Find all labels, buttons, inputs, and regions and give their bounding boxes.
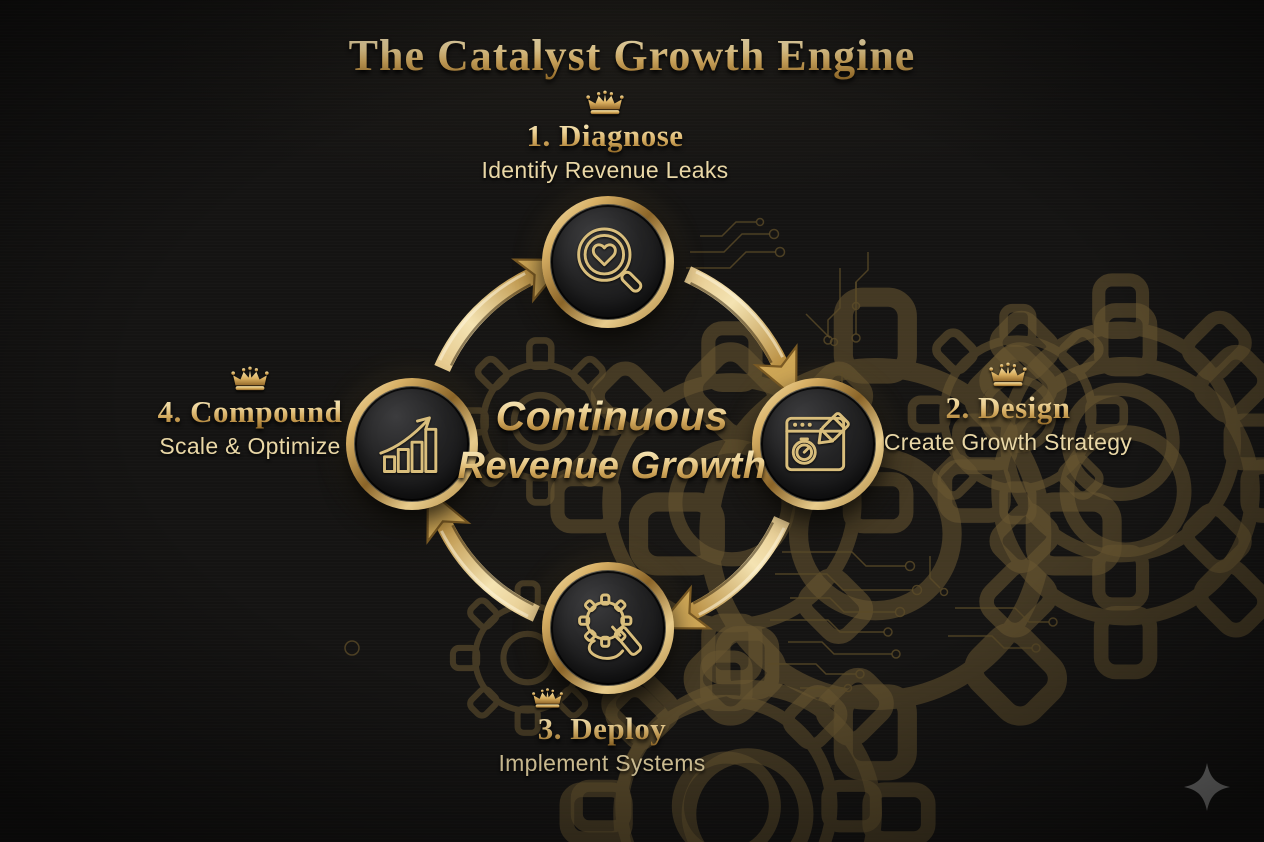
arrow-compound-to-diagnose <box>434 258 570 372</box>
step-subtitle-deploy: Implement Systems <box>498 749 706 776</box>
sparkle-icon <box>1184 763 1230 811</box>
center-label-line2: Revenue Growth <box>392 445 832 488</box>
step-block-design: 2. Design Create Growth Strategy <box>848 362 1168 456</box>
step-title-design: 2. Design <box>945 390 1071 425</box>
step-subtitle-diagnose: Identify Revenue Leaks <box>481 156 729 183</box>
step-title-diagnose: 1. Diagnose <box>526 118 684 153</box>
node-inner-deploy <box>550 570 666 686</box>
crown-icon <box>585 90 625 116</box>
node-circle-diagnose <box>542 196 674 328</box>
node-inner-diagnose <box>550 204 666 320</box>
node-circle-deploy <box>542 562 674 694</box>
step-block-deploy: 3. Deploy Implement Systems <box>432 688 772 777</box>
center-label-line1: Continuous <box>392 396 832 437</box>
gear-cluster-top-right <box>912 280 1264 672</box>
center-label: Continuous Revenue Growth <box>392 396 832 488</box>
page-title: The Catalyst Growth Engine <box>0 30 1264 81</box>
crown-icon <box>230 366 270 392</box>
step-block-diagnose: 1. Diagnose Identify Revenue Leaks <box>425 90 785 184</box>
heart-magnifier-icon <box>577 227 643 293</box>
step-subtitle-design: Create Growth Strategy <box>883 428 1133 455</box>
step-block-compound: 4. Compound Scale & Optimize <box>88 366 412 460</box>
step-subtitle-compound: Scale & Optimize <box>159 432 341 459</box>
crown-icon <box>988 362 1028 388</box>
crown-icon <box>531 688 564 709</box>
step-title-compound: 4. Compound <box>157 394 343 429</box>
step-title-deploy: 3. Deploy <box>537 711 667 746</box>
gear-hand-icon <box>578 593 643 660</box>
